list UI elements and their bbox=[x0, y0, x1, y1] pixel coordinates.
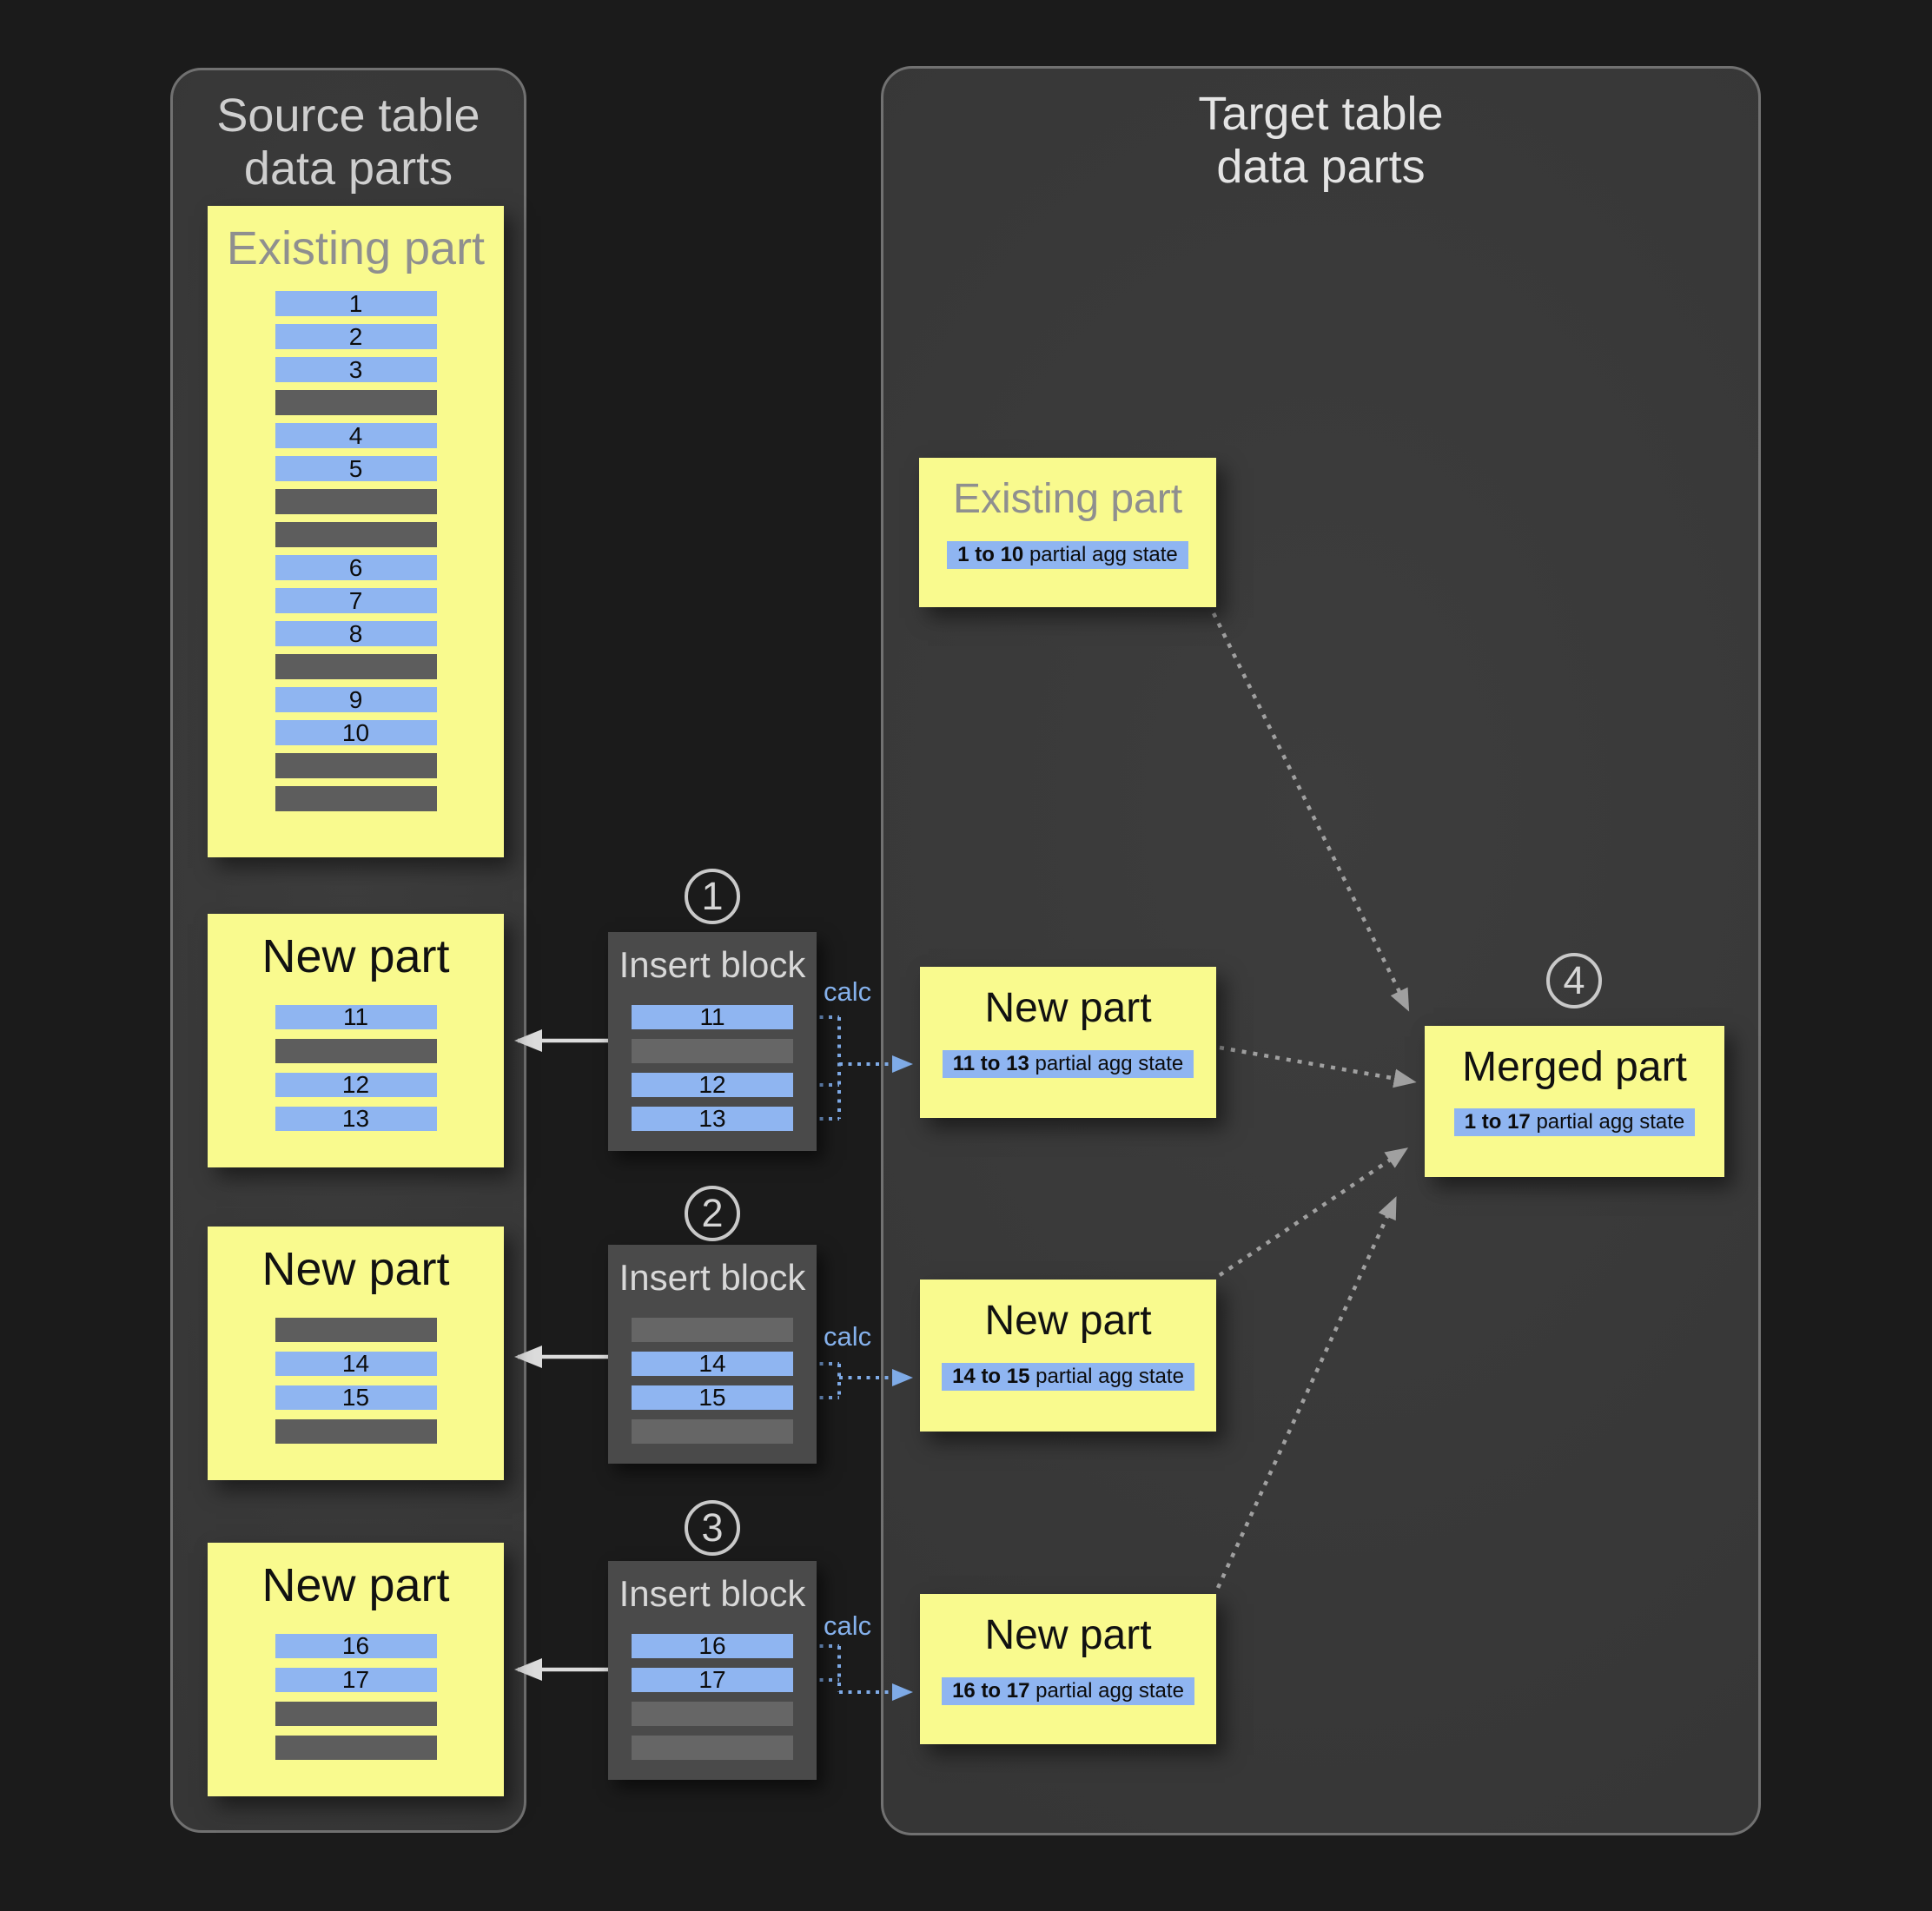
data-row: 6 bbox=[275, 555, 437, 580]
part-rows: 11 12 13 bbox=[275, 1005, 437, 1141]
agg-state-badge: 14 to 15 partial agg state bbox=[942, 1363, 1194, 1391]
calc-label-2: calc bbox=[824, 1321, 872, 1352]
data-row: 15 bbox=[632, 1385, 793, 1410]
data-row: 2 bbox=[275, 324, 437, 349]
empty-row bbox=[632, 1736, 793, 1760]
data-row: 11 bbox=[632, 1005, 793, 1029]
part-title: New part bbox=[261, 930, 450, 982]
data-row: 8 bbox=[275, 621, 437, 646]
data-row: 9 bbox=[275, 687, 437, 712]
data-row: 14 bbox=[632, 1352, 793, 1376]
part-title: Merged part bbox=[1462, 1044, 1687, 1090]
agg-range: 11 to 13 bbox=[952, 1052, 1029, 1075]
data-row: 13 bbox=[275, 1107, 437, 1131]
agg-desc: partial agg state bbox=[1029, 1679, 1184, 1703]
data-row: 12 bbox=[275, 1073, 437, 1097]
agg-range: 1 to 10 bbox=[957, 543, 1024, 566]
agg-desc: partial agg state bbox=[1530, 1110, 1685, 1134]
agg-range: 14 to 15 bbox=[952, 1365, 1030, 1388]
part-rows: 1 2 3 4 5 6 7 8 9 10 bbox=[275, 291, 437, 819]
data-row: 13 bbox=[632, 1107, 793, 1131]
empty-row bbox=[275, 1702, 437, 1726]
source-new-part-1: New part 11 12 13 bbox=[208, 914, 504, 1167]
data-row: 17 bbox=[632, 1668, 793, 1692]
part-title: Existing part bbox=[952, 476, 1183, 522]
target-panel-title: Target table data parts bbox=[1198, 88, 1444, 194]
empty-row bbox=[275, 753, 437, 778]
part-title: New part bbox=[261, 1243, 450, 1295]
agg-desc: partial agg state bbox=[1023, 543, 1178, 566]
empty-row bbox=[275, 1736, 437, 1760]
step-3-badge: 3 bbox=[685, 1500, 740, 1556]
empty-row bbox=[275, 654, 437, 679]
part-title: New part bbox=[261, 1559, 450, 1611]
target-new-part-1: New part 11 to 13 partial agg state bbox=[920, 967, 1216, 1118]
data-row: 16 bbox=[275, 1634, 437, 1658]
data-row: 10 bbox=[275, 720, 437, 745]
insert-arrows bbox=[514, 1029, 608, 1681]
target-new-part-3: New part 16 to 17 partial agg state bbox=[920, 1594, 1216, 1744]
empty-row bbox=[632, 1039, 793, 1063]
agg-range: 1 to 17 bbox=[1464, 1110, 1531, 1134]
insert-block-1: Insert block 11 12 13 bbox=[608, 932, 817, 1151]
agg-state-badge: 16 to 17 partial agg state bbox=[942, 1677, 1194, 1705]
empty-row bbox=[275, 1039, 437, 1063]
source-existing-part: Existing part 1 2 3 4 5 6 7 8 9 10 bbox=[208, 206, 504, 857]
part-title: New part bbox=[984, 1612, 1152, 1658]
calc-label-3: calc bbox=[824, 1610, 872, 1641]
data-row: 1 bbox=[275, 291, 437, 316]
empty-row bbox=[275, 522, 437, 547]
data-row: 17 bbox=[275, 1668, 437, 1692]
part-title: New part bbox=[984, 985, 1152, 1031]
part-title: New part bbox=[984, 1298, 1152, 1344]
part-title: Existing part bbox=[226, 222, 486, 274]
empty-row bbox=[632, 1702, 793, 1726]
insert-block-title: Insert block bbox=[619, 1573, 806, 1614]
agg-desc: partial agg state bbox=[1029, 1365, 1184, 1388]
empty-row bbox=[275, 489, 437, 514]
step-4-badge: 4 bbox=[1546, 953, 1602, 1008]
empty-row bbox=[275, 1318, 437, 1342]
data-row: 3 bbox=[275, 357, 437, 382]
insert-block-title: Insert block bbox=[619, 944, 806, 985]
calc-label-1: calc bbox=[824, 976, 872, 1007]
data-row: 7 bbox=[275, 588, 437, 613]
agg-state-badge: 1 to 17 partial agg state bbox=[1453, 1108, 1696, 1136]
source-panel-title: Source table data parts bbox=[216, 89, 480, 195]
empty-row bbox=[275, 390, 437, 415]
empty-row bbox=[632, 1419, 793, 1444]
insert-block-rows: 11 12 13 bbox=[632, 1005, 793, 1141]
empty-row bbox=[275, 786, 437, 811]
target-new-part-2: New part 14 to 15 partial agg state bbox=[920, 1280, 1216, 1432]
data-row: 5 bbox=[275, 456, 437, 481]
target-panel: Target table data parts bbox=[881, 66, 1761, 1835]
insert-block-title: Insert block bbox=[619, 1257, 806, 1298]
agg-range: 16 to 17 bbox=[952, 1679, 1030, 1703]
step-1-badge: 1 bbox=[685, 869, 740, 924]
data-row: 16 bbox=[632, 1634, 793, 1658]
target-existing-part: Existing part 1 to 10 partial agg state bbox=[919, 458, 1216, 607]
step-2-badge: 2 bbox=[685, 1186, 740, 1241]
empty-row bbox=[632, 1318, 793, 1342]
data-row: 14 bbox=[275, 1352, 437, 1376]
agg-state-badge: 1 to 10 partial agg state bbox=[947, 541, 1188, 569]
merged-part: Merged part 1 to 17 partial agg state bbox=[1425, 1026, 1724, 1177]
agg-state-badge: 11 to 13 partial agg state bbox=[942, 1050, 1194, 1078]
data-row: 4 bbox=[275, 423, 437, 448]
data-row: 11 bbox=[275, 1005, 437, 1029]
empty-row bbox=[275, 1419, 437, 1444]
data-row: 12 bbox=[632, 1073, 793, 1097]
data-row: 15 bbox=[275, 1385, 437, 1410]
agg-desc: partial agg state bbox=[1029, 1052, 1184, 1075]
